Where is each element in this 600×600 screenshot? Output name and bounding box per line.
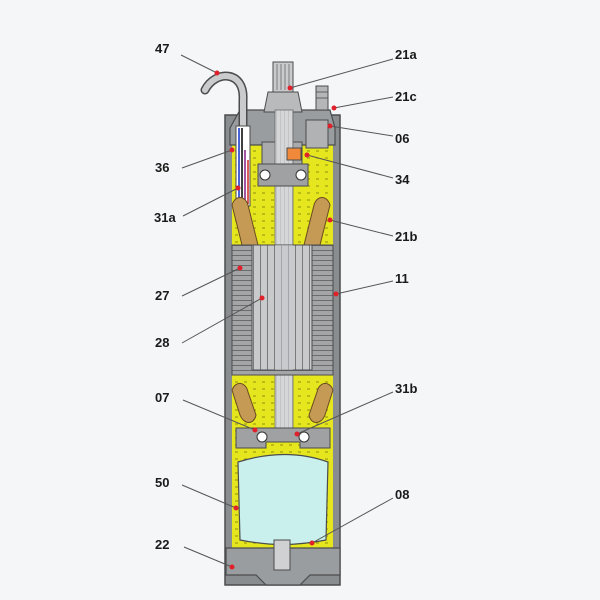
label-31a: 31a (154, 210, 176, 225)
label-31b: 31b (395, 381, 417, 396)
marker-21a (287, 85, 293, 91)
label-22: 22 (155, 537, 169, 552)
marker-21c (331, 105, 337, 111)
marker-31a (235, 185, 241, 191)
marker-31b (294, 431, 300, 437)
label-08: 08 (395, 487, 409, 502)
pressure-diaphragm (237, 453, 329, 546)
marker-11 (333, 291, 339, 297)
cable-lead-through (235, 125, 251, 207)
label-47: 47 (155, 41, 169, 56)
label-21c: 21c (395, 89, 417, 104)
lower-winding-heads (231, 383, 334, 423)
lower-bearing (235, 427, 331, 449)
label-36: 36 (155, 160, 169, 175)
marker-36 (229, 147, 235, 153)
marker-22 (229, 564, 235, 570)
leader-lines (180, 54, 394, 568)
label-21b: 21b (395, 229, 417, 244)
marker-06 (327, 123, 333, 129)
label-06: 06 (395, 131, 409, 146)
label-28: 28 (155, 335, 169, 350)
callout-markers (214, 70, 339, 570)
label-50: 50 (155, 475, 169, 490)
marker-07 (252, 427, 258, 433)
marker-21b (327, 217, 333, 223)
label-07: 07 (155, 390, 169, 405)
marker-27 (237, 265, 243, 271)
label-34: 34 (395, 172, 410, 187)
part-labels: 47 36 31a 27 28 07 50 22 21a 21c 06 34 2… (154, 41, 417, 552)
marker-34 (304, 152, 310, 158)
upper-bearing (257, 147, 309, 187)
rotor (251, 244, 313, 371)
bottom-cover (225, 539, 341, 586)
label-21a: 21a (395, 47, 417, 62)
label-11: 11 (395, 271, 409, 286)
power-cable (200, 71, 248, 135)
marker-28 (259, 295, 265, 301)
marker-50 (233, 505, 239, 511)
label-27: 27 (155, 288, 169, 303)
marker-47 (214, 70, 220, 76)
marker-08 (309, 540, 315, 546)
filling-screw (315, 85, 329, 111)
